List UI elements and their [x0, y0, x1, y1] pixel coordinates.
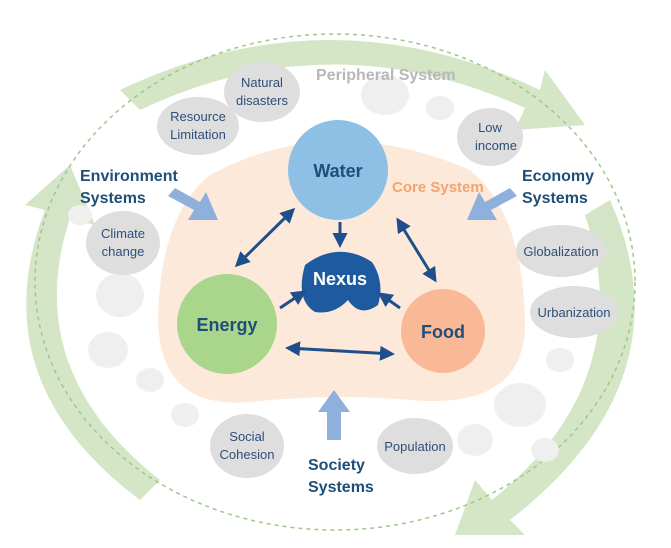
relationship-arrows: [234, 207, 437, 361]
background-bubbles: [68, 75, 574, 462]
arrow-water-food: [396, 217, 437, 283]
svg-text:Energy: Energy: [196, 315, 257, 335]
factor-urbanization: Urbanization: [530, 286, 618, 338]
society-arrow: [318, 390, 350, 440]
svg-text:Nexus: Nexus: [313, 269, 367, 289]
core-system-label: Core System: [392, 179, 484, 196]
environment-arrow: [168, 188, 218, 220]
arrow-water-energy: [234, 207, 296, 268]
cycle-arrow-top: [120, 40, 585, 130]
factor-population: Population: [377, 418, 453, 474]
nexus-node: Nexus: [301, 251, 381, 313]
energy-node: Energy: [177, 274, 277, 374]
svg-text:Urbanization: Urbanization: [538, 305, 611, 320]
arrow-energy-food: [285, 341, 395, 361]
arrow-energy-nexus: [279, 290, 307, 310]
factor-globalization: Globalization: [516, 225, 606, 277]
cycle-arrow-left: [25, 165, 160, 500]
arrow-food-nexus: [377, 292, 401, 310]
svg-text:Globalization: Globalization: [523, 244, 598, 259]
svg-text:Water: Water: [313, 161, 362, 181]
food-node: Food: [401, 289, 485, 373]
peripheral-system-label: Peripheral System: [316, 67, 456, 84]
economy-arrow: [467, 188, 517, 220]
driver-arrows: [168, 188, 517, 440]
svg-text:Food: Food: [421, 322, 465, 342]
water-node: Water: [288, 120, 388, 220]
peripheral-boundary: [34, 33, 636, 531]
svg-text:Population: Population: [384, 439, 445, 454]
